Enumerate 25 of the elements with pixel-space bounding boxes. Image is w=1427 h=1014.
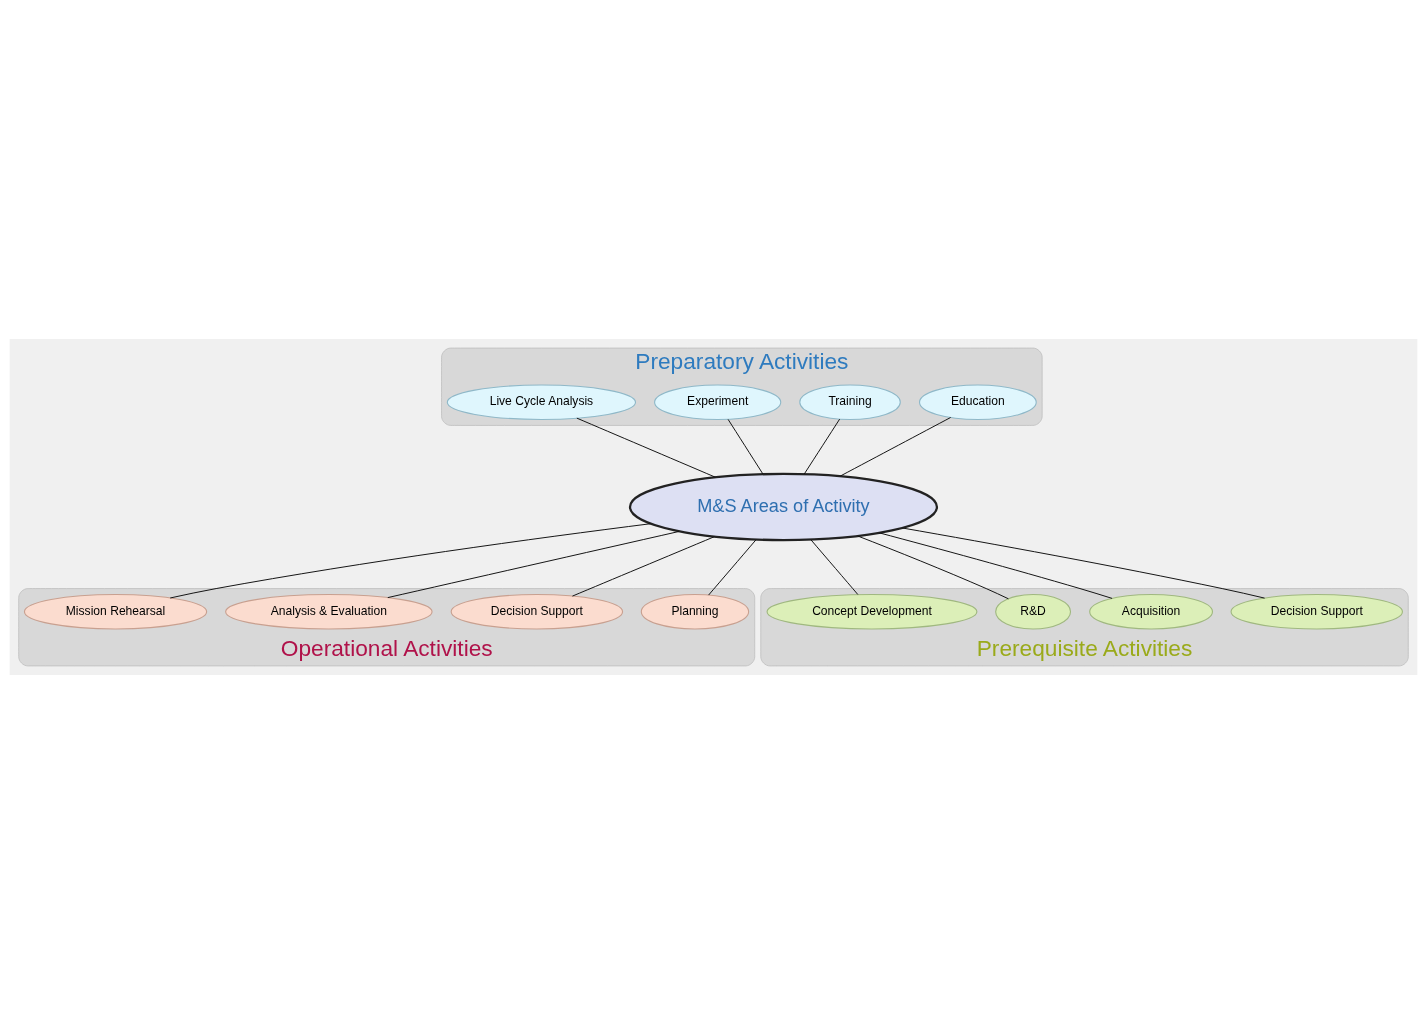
- node-ellipse: Analysis & Evaluation: [225, 593, 433, 630]
- node-ellipse: Concept Development: [766, 593, 978, 630]
- connector: [879, 532, 1113, 599]
- node-ellipse: Mission Rehearsal: [23, 593, 208, 630]
- connector: [387, 530, 680, 599]
- connector: [571, 536, 715, 597]
- node-ellipse: Experiment: [654, 384, 782, 421]
- connector: [169, 523, 652, 599]
- connector: [727, 418, 764, 475]
- connector: [576, 417, 716, 478]
- connector: [810, 539, 859, 595]
- node-ellipse: Live Cycle Analysis: [446, 384, 637, 421]
- node-ellipse: Education: [918, 384, 1037, 421]
- node-ellipse: Planning: [640, 593, 750, 630]
- node-ellipse: Decision Support: [1230, 593, 1403, 630]
- node-ellipse: Decision Support: [450, 593, 624, 630]
- connector: [857, 535, 1009, 600]
- node-ellipse: R&D: [995, 593, 1072, 630]
- node-ellipse: Acquisition: [1089, 593, 1214, 630]
- connector: [803, 418, 841, 475]
- connector: [902, 527, 1266, 599]
- node-ellipse: Training: [799, 384, 901, 421]
- node-ellipse: M&S Areas of Activity: [628, 472, 939, 542]
- connector: [839, 417, 952, 477]
- connector: [708, 539, 757, 596]
